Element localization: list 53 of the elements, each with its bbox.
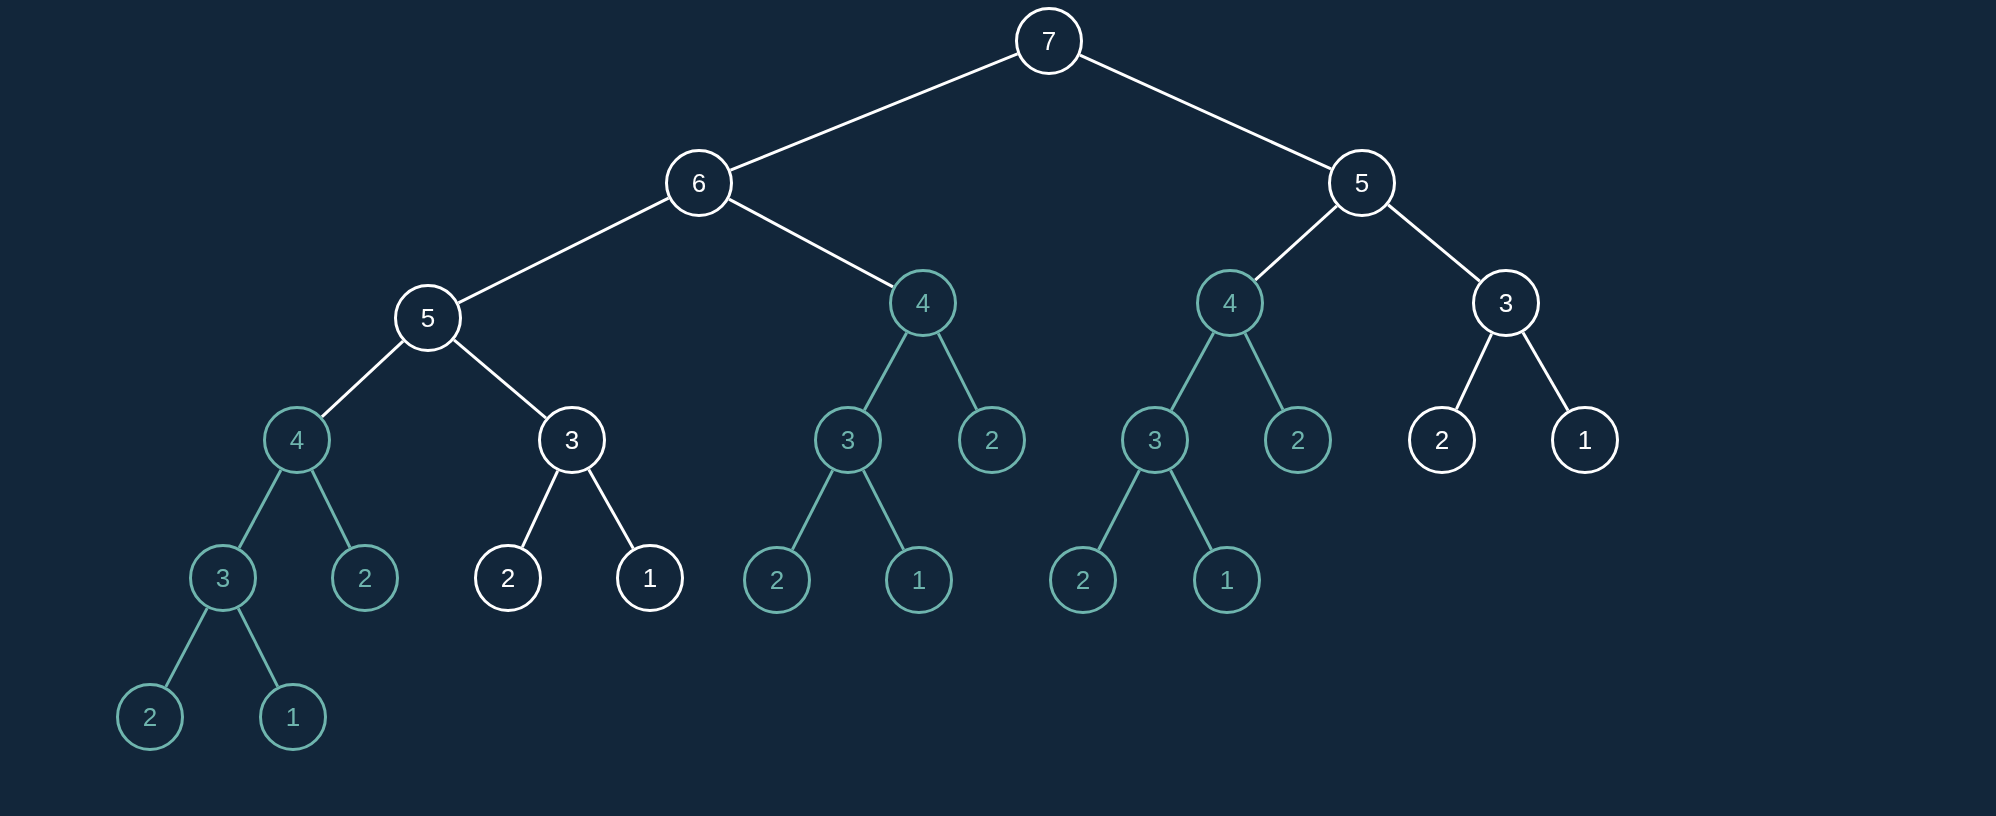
node-value: 2	[1075, 567, 1091, 593]
tree-edge-line	[237, 469, 283, 549]
tree-edge-line	[728, 197, 894, 289]
node-value: 3	[840, 427, 856, 453]
tree-edge-line	[1455, 333, 1493, 410]
tree-edge-line	[729, 52, 1019, 172]
node-value: 4	[1222, 290, 1238, 316]
tree-edge-line	[1387, 203, 1481, 283]
node-value: 4	[915, 290, 931, 316]
node-value: 2	[769, 567, 785, 593]
tree-edge-line	[310, 469, 352, 549]
tree-edge-line	[1254, 204, 1338, 282]
node-value: 6	[691, 170, 707, 196]
tree-edge-line	[1079, 53, 1332, 171]
node-value: 1	[285, 704, 301, 730]
tree-edge-line	[1521, 331, 1570, 412]
node-value: 1	[1219, 567, 1235, 593]
tree-edge-line	[936, 332, 979, 411]
tree-edge-line	[320, 340, 405, 418]
tree-edge-line	[1170, 332, 1215, 411]
node-value: 3	[215, 565, 231, 591]
tree-node-circle	[263, 406, 331, 474]
tree-edge-line	[236, 607, 280, 688]
node-value: 3	[1147, 427, 1163, 453]
node-value: 5	[1354, 170, 1370, 196]
node-value: 2	[142, 704, 158, 730]
tree-node-circle	[394, 284, 462, 352]
node-value: 2	[1290, 427, 1306, 453]
node-value: 7	[1041, 28, 1057, 54]
node-value: 4	[289, 427, 305, 453]
tree-edge-line	[1097, 469, 1141, 551]
node-value: 2	[1434, 427, 1450, 453]
node-value: 1	[642, 565, 658, 591]
node-value: 2	[500, 565, 516, 591]
tree-edge-line	[452, 338, 548, 420]
tree-edge-line	[164, 607, 209, 688]
node-value: 1	[911, 567, 927, 593]
tree-edge-line	[863, 332, 908, 411]
tree-edge-line	[862, 469, 905, 551]
tree-edge-line	[791, 469, 834, 551]
tree-edge-line	[587, 468, 635, 550]
tree-node-circle	[1196, 269, 1264, 337]
node-value: 3	[1498, 290, 1514, 316]
node-value: 1	[1577, 427, 1593, 453]
tree-edge-line	[1169, 469, 1213, 551]
tree-edge-line	[457, 196, 670, 305]
tree-node-circle	[1328, 149, 1396, 217]
tree-edge-line	[1243, 332, 1285, 411]
node-value: 3	[564, 427, 580, 453]
node-value: 5	[420, 305, 436, 331]
node-value: 2	[357, 565, 373, 591]
node-value: 2	[984, 427, 1000, 453]
tree-edge-line	[520, 470, 560, 548]
